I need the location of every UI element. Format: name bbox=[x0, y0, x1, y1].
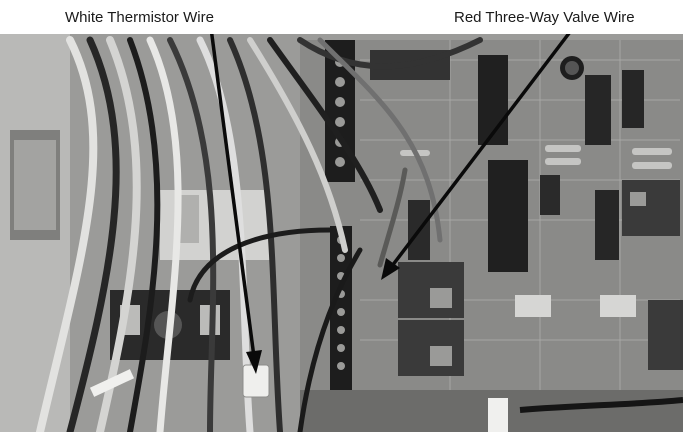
ic-chip-3 bbox=[585, 75, 611, 145]
bottom-wire bbox=[519, 397, 683, 413]
red-three-way-valve-wire-label: Red Three-Way Valve Wire bbox=[454, 9, 635, 26]
ic-chip-6 bbox=[540, 175, 560, 215]
red-valve-arrow-line bbox=[390, 26, 575, 268]
caption-band bbox=[0, 0, 683, 34]
white-thermistor-wire-label: White Thermistor Wire bbox=[65, 9, 214, 26]
ic-chip-2 bbox=[488, 160, 528, 272]
dip-switch-2 bbox=[600, 295, 636, 317]
ic-chip-4 bbox=[622, 70, 644, 128]
relay-markings bbox=[430, 192, 646, 366]
relay-3 bbox=[622, 180, 680, 236]
wire-bundle bbox=[36, 36, 483, 432]
relay-4 bbox=[648, 300, 683, 370]
ic-chip-5 bbox=[595, 190, 619, 260]
white-thermistor-arrow-head bbox=[246, 350, 262, 374]
dip-switch-1 bbox=[515, 295, 551, 317]
red-valve-arrow-head bbox=[381, 258, 400, 280]
cable-ties bbox=[89, 369, 508, 432]
white-thermistor-arrow-line bbox=[209, 27, 256, 358]
transformer-core bbox=[14, 140, 56, 230]
ic-chip-1 bbox=[478, 55, 508, 145]
resistors bbox=[400, 145, 672, 169]
